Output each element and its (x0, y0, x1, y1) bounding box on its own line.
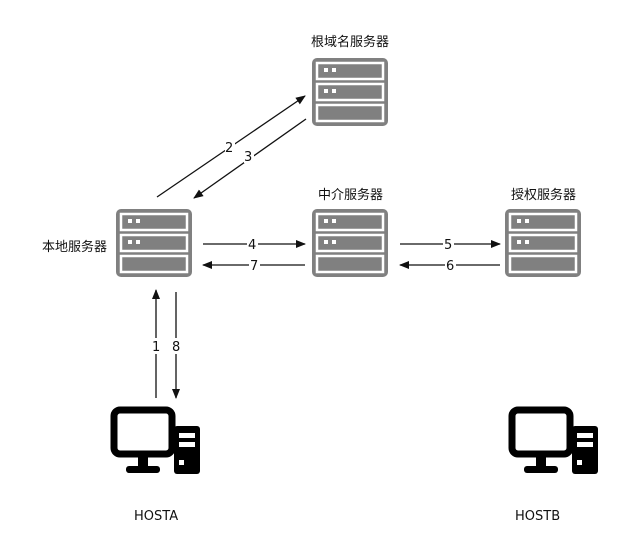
step-4-text: 4 (248, 238, 256, 253)
host-b-computer-icon (512, 410, 598, 474)
local-server-label: 本地服务器 (42, 240, 108, 255)
step-2-text: 2 (225, 141, 233, 156)
authoritative-server-icon (503, 207, 583, 279)
step-label-8: 8 (171, 338, 183, 355)
step-label-6: 6 (445, 258, 456, 274)
step-label-7: 7 (249, 258, 260, 274)
host-b-label: HOSTB (515, 509, 561, 524)
intermediate-server-icon (310, 207, 390, 279)
step-6-text: 6 (446, 259, 454, 274)
step-8-text: 8 (172, 340, 180, 355)
step-label-5: 5 (443, 237, 454, 253)
step-label-2: 2 (225, 140, 235, 156)
step-7-text: 7 (250, 259, 258, 274)
authoritative-server-label: 授权服务器 (511, 188, 577, 203)
root-server-label: 根域名服务器 (311, 35, 390, 50)
local-server-icon (114, 207, 194, 279)
host-a-label: HOSTA (134, 509, 179, 524)
step-label-3: 3 (244, 149, 254, 165)
host-a-computer-icon (114, 410, 200, 474)
step-label-1: 1 (150, 338, 162, 355)
step-5-text: 5 (444, 238, 452, 253)
root-server-icon (310, 56, 390, 128)
step-3-text: 3 (244, 150, 252, 165)
intermediate-server-label: 中介服务器 (318, 188, 384, 203)
step-label-4: 4 (247, 237, 258, 253)
step-1-text: 1 (152, 340, 160, 355)
